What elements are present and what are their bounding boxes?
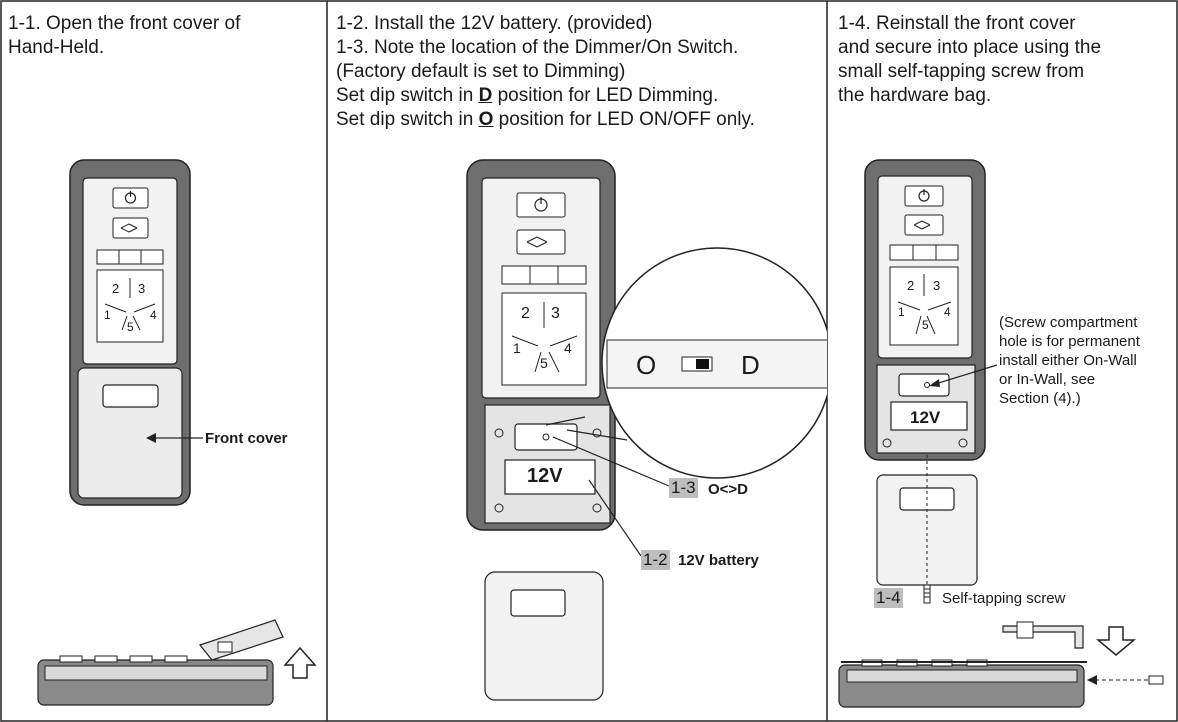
num-1-4: 4	[150, 308, 157, 322]
battery-label-2: 12V	[527, 465, 563, 487]
step-3-line-1: 1-4. Reinstall the front cover	[838, 13, 1076, 34]
tag-1-3: 1-3	[669, 478, 698, 498]
note-line-2: hole is for permanent	[999, 333, 1140, 350]
num-3-2: 2	[907, 278, 915, 293]
switch-label-d: D	[741, 350, 760, 380]
note-line-4: or In-Wall, see	[999, 371, 1096, 388]
dip-o-pre: Set dip switch in	[336, 109, 479, 130]
dip-o-post: position for LED ON/OFF only.	[493, 109, 755, 130]
num-2-2: 2	[521, 305, 530, 322]
step-2-line-1: 1-2. Install the 12V battery. (provided)	[336, 13, 653, 34]
num-2-1: 1	[513, 340, 521, 356]
remote-illustration-3	[838, 159, 1164, 708]
dip-d-pre: Set dip switch in	[336, 85, 479, 106]
tag-1-2: 1-2	[641, 550, 670, 570]
screw-note: (Screw compartment hole is for permanent…	[999, 313, 1140, 408]
num-3-3: 3	[933, 278, 941, 293]
dip-d-key: D	[478, 85, 493, 106]
remote-illustration-2	[466, 159, 827, 701]
num-2-4: 4	[564, 340, 572, 356]
num-3-4: 4	[944, 305, 951, 319]
note-line-1: (Screw compartment	[999, 314, 1138, 331]
step-2-text: 1-2. Install the 12V battery. (provided)…	[336, 12, 755, 132]
battery-label-3: 12V	[910, 408, 941, 427]
callout-1-3: O<>D	[708, 481, 749, 498]
num-3-1: 1	[898, 305, 905, 319]
step-3-line-2: and secure into place using the	[838, 37, 1102, 58]
num-3-5: 5	[922, 318, 929, 332]
dip-line-o: Set dip switch in O position for LED ON/…	[336, 108, 755, 132]
step-3-line-4: the hardware bag.	[838, 85, 992, 106]
step-3-text: 1-4. Reinstall the front cover and secur…	[838, 12, 1101, 108]
callout-1-2: 12V battery	[678, 552, 759, 569]
num-2-3: 3	[551, 305, 560, 322]
switch-label-o: O	[636, 350, 657, 380]
num-1-2: 2	[112, 281, 120, 296]
step-1-line-1: 1-1. Open the front cover of	[8, 13, 241, 34]
remote-illustration-1	[37, 159, 317, 706]
num-1-3: 3	[138, 281, 146, 296]
tag-1-4: 1-4	[874, 588, 903, 608]
step-2-line-2: 1-3. Note the location of the Dimmer/On …	[336, 37, 739, 58]
note-line-5: Section (4).)	[999, 390, 1081, 407]
note-line-3: install either On-Wall	[999, 352, 1137, 369]
dip-o-key: O	[478, 109, 494, 130]
step-2-line-3: (Factory default is set to Dimming)	[336, 61, 626, 82]
dip-line-d: Set dip switch in D position for LED Dim…	[336, 84, 755, 108]
step-1-line-2: Hand-Held.	[8, 37, 105, 58]
callout-1-4: Self-tapping screw	[942, 590, 1066, 607]
num-1-5: 5	[127, 320, 134, 334]
dip-d-post: position for LED Dimming.	[492, 85, 719, 106]
num-2-5: 5	[540, 355, 548, 371]
num-1-1: 1	[104, 308, 111, 322]
front-cover-label: Front cover	[205, 430, 288, 447]
step-3-line-3: small self-tapping screw from	[838, 61, 1085, 82]
step-1-text: 1-1. Open the front cover of Hand-Held.	[8, 12, 240, 60]
